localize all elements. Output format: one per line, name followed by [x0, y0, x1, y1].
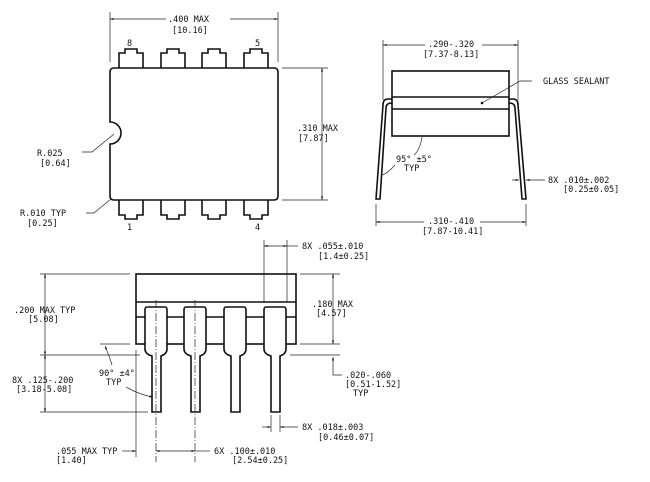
glass-sealant-label: GLASS SEALANT [543, 77, 610, 87]
front-body [135, 273, 297, 345]
lead-angle: 95° ±5° [396, 155, 432, 165]
pin-1-label: 1 [127, 223, 132, 233]
package-body-outline [109, 67, 279, 201]
standoff-dimension: .020-.060 [345, 371, 391, 381]
corner-radius-mm: [0.25] [27, 219, 58, 229]
body-height-dimension: .180 MAX [312, 300, 354, 310]
notch-radius-mm: [0.64] [40, 159, 71, 169]
top-view: .400 MAX [10.16] 8 5 1 4 .310 MAX [7.87]… [20, 12, 339, 233]
body-height-dimension-mm: [4.57] [316, 309, 347, 319]
lead-width-dimension-mm: [0.46±0.07] [318, 433, 374, 443]
end-offset-dimension: .055 MAX TYP [56, 447, 117, 457]
overall-height-dimension-mm: [5.08] [28, 315, 59, 325]
notch-radius: R.025 [37, 149, 63, 159]
overall-height-dimension: .200 MAX TYP [14, 306, 75, 316]
front-pins [144, 306, 287, 413]
front-view: 8X .055±.010 [1.4±0.25] .200 MAX TYP [5.… [12, 240, 401, 466]
lead-span-dimension: .310-.410 [428, 217, 474, 227]
lead-angle-typ: TYP [404, 164, 419, 174]
body-width-dimension: .290-.320 [428, 40, 474, 50]
top-pins [118, 48, 269, 220]
side-body [391, 70, 510, 137]
pin-5-label: 5 [255, 39, 260, 49]
right-lead [508, 98, 527, 200]
left-lead [375, 98, 393, 200]
height-dimension-mm: [7.87] [298, 134, 329, 144]
pin-angle: 90° ±4° [99, 369, 135, 379]
pin-shoulder-dimension-mm: [1.4±0.25] [318, 252, 369, 262]
width-dimension-mm: [10.16] [172, 26, 208, 36]
corner-radius: R.010 TYP [20, 209, 66, 219]
height-dimension: .310 MAX [297, 124, 339, 134]
pin-angle-typ: TYP [106, 378, 121, 388]
lead-length-dimension-mm: [3.18-5.08] [16, 385, 72, 395]
pin-4-label: 4 [255, 223, 260, 233]
lead-thickness-mm: [0.25±0.05] [563, 185, 619, 195]
lead-length-dimension: 8X .125-.200 [12, 376, 73, 386]
pitch-dimension: 6X .100±.010 [214, 447, 275, 457]
standoff-typ: TYP [353, 389, 368, 399]
pitch-dimension-mm: [2.54±0.25] [232, 456, 288, 466]
pin-shoulder-dimension: 8X .055±.010 [302, 242, 363, 252]
lead-thickness: 8X .010±.002 [548, 176, 609, 186]
body-width-dimension-mm: [7.37-8.13] [423, 50, 479, 60]
lead-width-dimension: 8X .018±.003 [302, 423, 363, 433]
pin-8-label: 8 [127, 39, 132, 49]
lead-span-dimension-mm: [7.87-10.41] [422, 227, 483, 237]
width-dimension: .400 MAX [168, 15, 210, 25]
side-view: .290-.320 [7.37-8.13] GLASS SEALANT 95° … [375, 40, 619, 237]
standoff-dimension-mm: [0.51-1.52] [345, 380, 401, 390]
end-offset-dimension-mm: [1.40] [56, 456, 87, 466]
